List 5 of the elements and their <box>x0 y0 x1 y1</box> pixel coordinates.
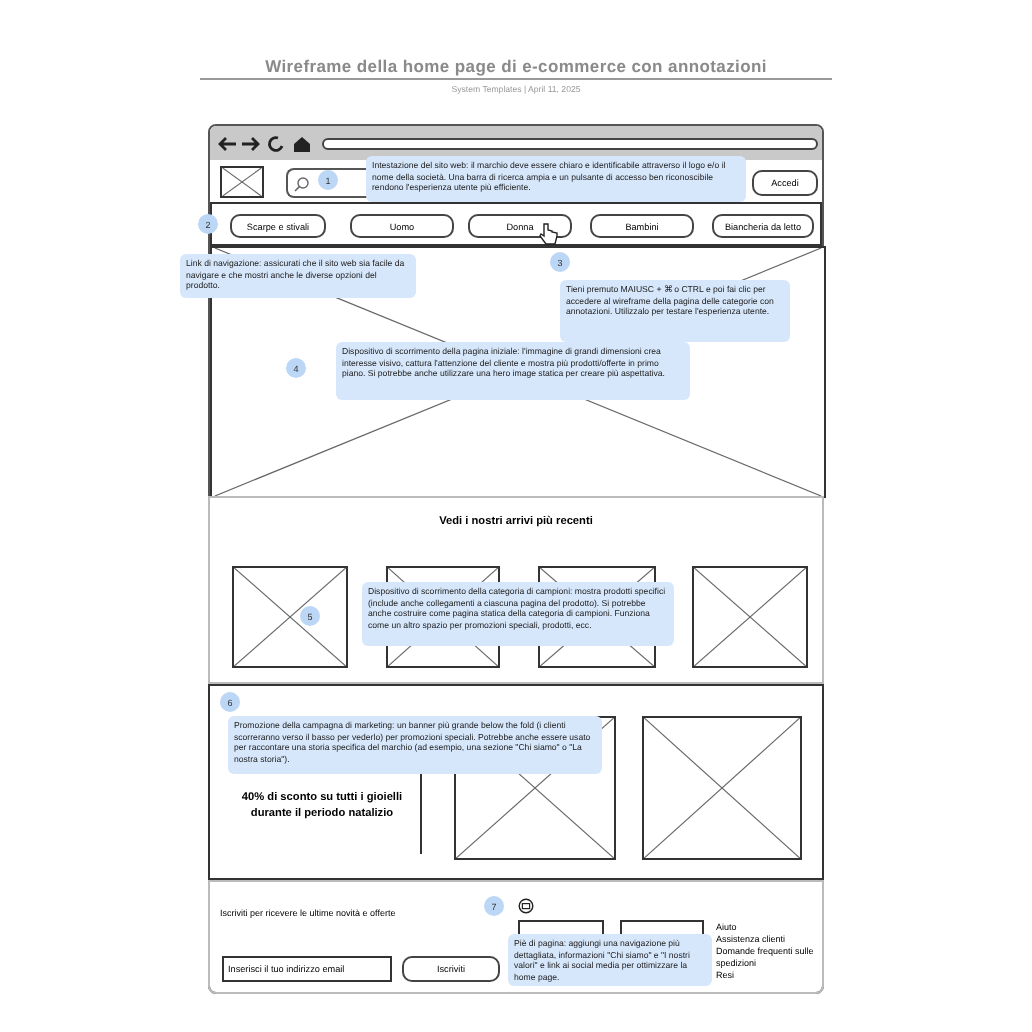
image-placeholder <box>232 566 348 668</box>
image-placeholder <box>692 566 808 668</box>
diagram-title: Wireframe della home page di e-commerce con annotazioni <box>200 56 832 80</box>
image-placeholder <box>642 716 802 860</box>
image-placeholder <box>220 166 264 198</box>
